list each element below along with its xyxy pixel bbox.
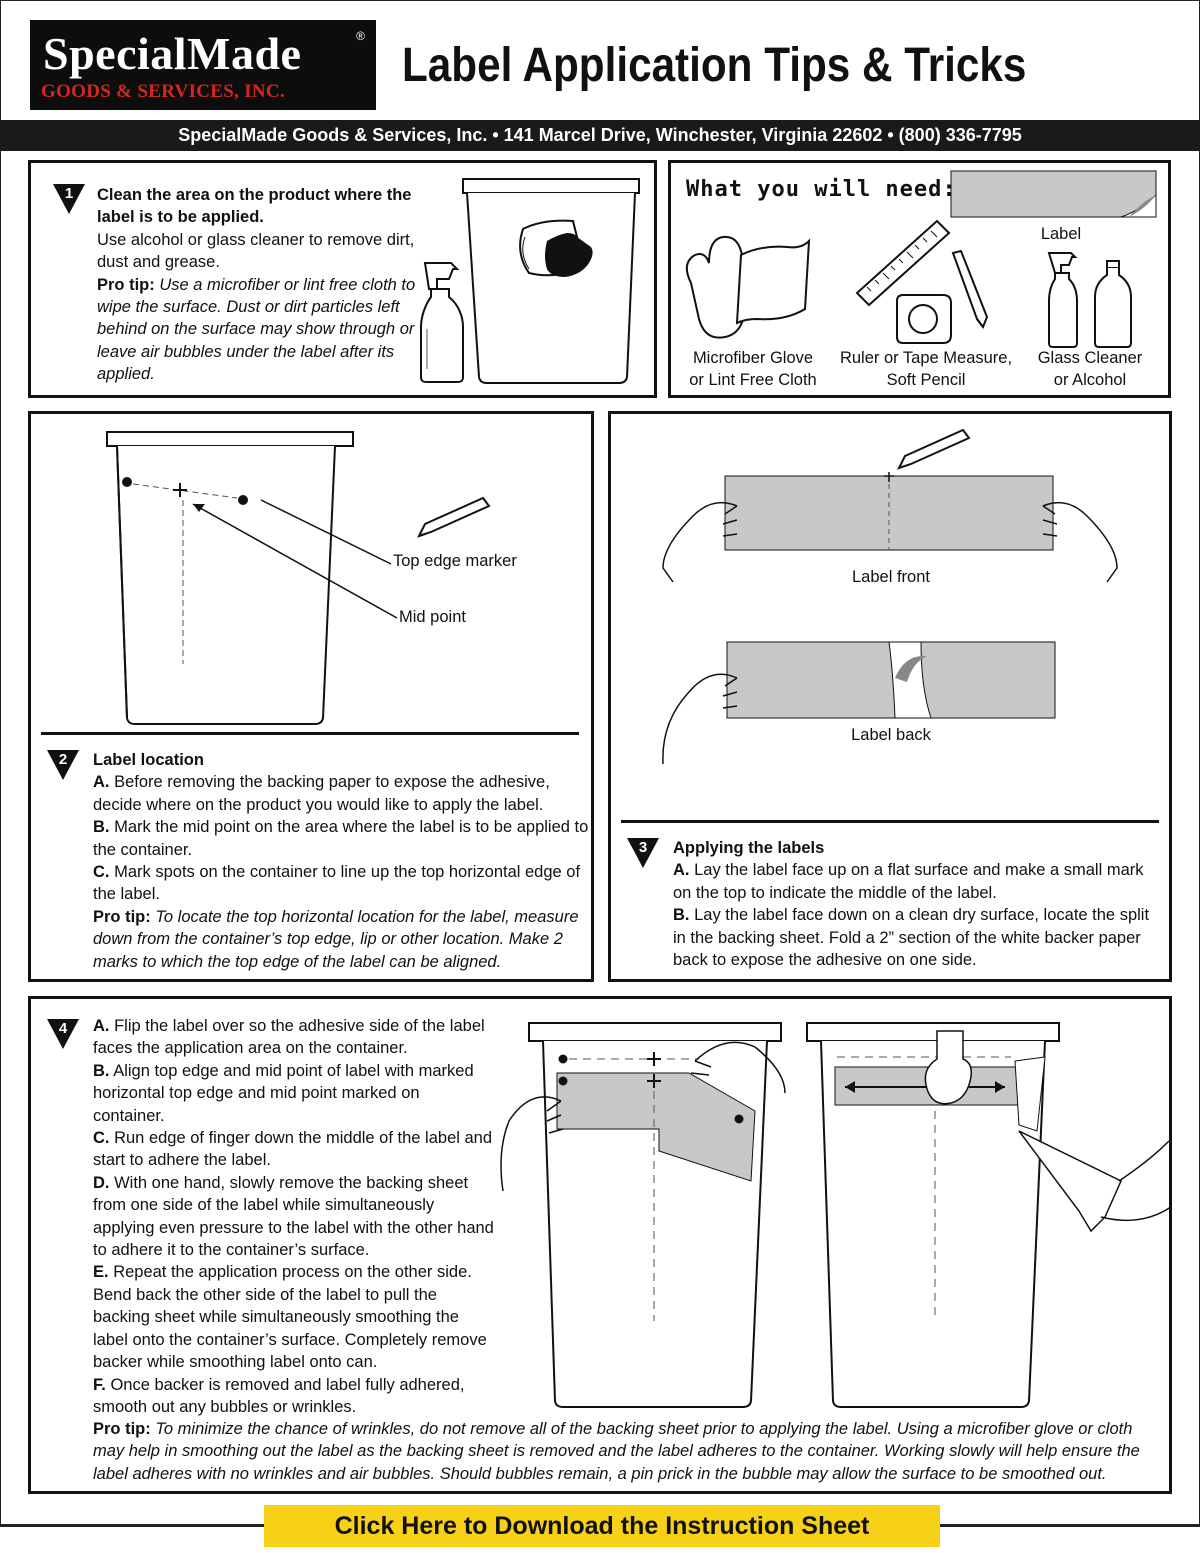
- needs-item-cloth: Microfiber Glove or Lint Free Cloth: [689, 349, 817, 389]
- pencil-icon: [897, 428, 971, 470]
- step3-panel: Label front Label back 3 Applying the la…: [608, 411, 1172, 982]
- step3-divider: [621, 820, 1159, 823]
- page-title: Label Application Tips & Tricks: [402, 39, 1027, 92]
- label-caption: Label: [1040, 225, 1082, 243]
- step4-panel: 4 A. Flip the label over so the adhesive…: [28, 996, 1172, 1494]
- callout-mid-point: Mid point: [399, 608, 466, 626]
- glass-cleaner-icon: [1047, 252, 1132, 348]
- needs-panel: What you will need: Label 30' Microfiber…: [668, 160, 1171, 398]
- tape-measure-text: 30': [916, 315, 931, 327]
- download-instructions-button[interactable]: Click Here to Download the Instruction S…: [264, 1505, 940, 1547]
- container-marking-diagram: [106, 431, 398, 725]
- pencil-icon: [951, 249, 989, 330]
- step4-tip-text: To minimize the chance of wrinkles, do n…: [93, 1420, 1140, 1483]
- pencil-icon: [417, 496, 491, 538]
- caption-label-front: Label front: [852, 568, 930, 586]
- step2-number: 2: [58, 751, 68, 768]
- step1-text: Clean the area on the product where the …: [97, 184, 417, 386]
- needs-item-ruler: Ruler or Tape Measure, Soft Pencil: [839, 349, 1013, 389]
- step1-number: 1: [64, 185, 74, 202]
- step1-badge: 1: [53, 184, 85, 214]
- step3-text: Applying the labels A. Lay the label fac…: [673, 837, 1163, 971]
- needs-item-cleaner: Glass Cleaner or Alcohol: [1037, 349, 1143, 389]
- caption-label-back: Label back: [851, 726, 931, 744]
- step3-badge: 3: [627, 838, 659, 868]
- step1-panel: 1 Clean the area on the product where th…: [28, 160, 657, 398]
- ruler-icon: [855, 219, 951, 307]
- smooth-label-diagram: [806, 1022, 1172, 1408]
- step4-tip-label: Pro tip:: [93, 1420, 151, 1438]
- step2-text: Label location A. Before removing the ba…: [93, 749, 591, 973]
- step3-number: 3: [638, 839, 648, 856]
- step1-tip-text: Use a microfiber or lint free cloth to w…: [97, 275, 416, 384]
- callout-top-edge: Top edge marker: [393, 552, 517, 570]
- registered-mark: ®: [356, 29, 365, 43]
- label-sample-icon: [950, 170, 1157, 218]
- step4-number: 4: [58, 1020, 68, 1037]
- apply-label-diagram: [500, 1022, 786, 1408]
- logo-wordmark: SpecialMade: [43, 28, 302, 79]
- logo-subtitle: GOODS & SERVICES, INC.: [41, 81, 286, 102]
- step1-tip-label: Pro tip:: [97, 275, 155, 294]
- step1-body: Use alcohol or glass cleaner to remove d…: [97, 230, 415, 272]
- step1-heading: Clean the area on the product where the …: [97, 186, 412, 227]
- step2-heading: Label location: [93, 751, 204, 769]
- step2-badge: 2: [47, 750, 79, 780]
- step4-badge: 4: [47, 1019, 79, 1049]
- step3-heading: Applying the labels: [673, 839, 825, 857]
- company-logo: SpecialMade ® GOODS & SERVICES, INC.: [30, 20, 376, 110]
- step2-divider: [41, 732, 579, 735]
- step1-tip: Pro tip: Use a microfiber or lint free c…: [97, 274, 417, 386]
- tape-measure-icon: 30': [896, 294, 952, 344]
- label-front-diagram: [662, 472, 1118, 583]
- step2-panel: Top edge marker Mid point 2 Label locati…: [28, 411, 594, 982]
- address-bar: SpecialMade Goods & Services, Inc. • 141…: [0, 120, 1200, 151]
- microfiber-glove-icon: [685, 235, 811, 339]
- needs-title: What you will need:: [686, 177, 957, 202]
- spray-bottle-icon: [420, 262, 464, 383]
- trash-can-icon: [462, 178, 640, 384]
- step4-tip: Pro tip: To minimize the chance of wrink…: [93, 1418, 1163, 1485]
- label-back-diagram: [662, 641, 1056, 765]
- step4-text: A. Flip the label over so the adhesive s…: [93, 1017, 494, 1416]
